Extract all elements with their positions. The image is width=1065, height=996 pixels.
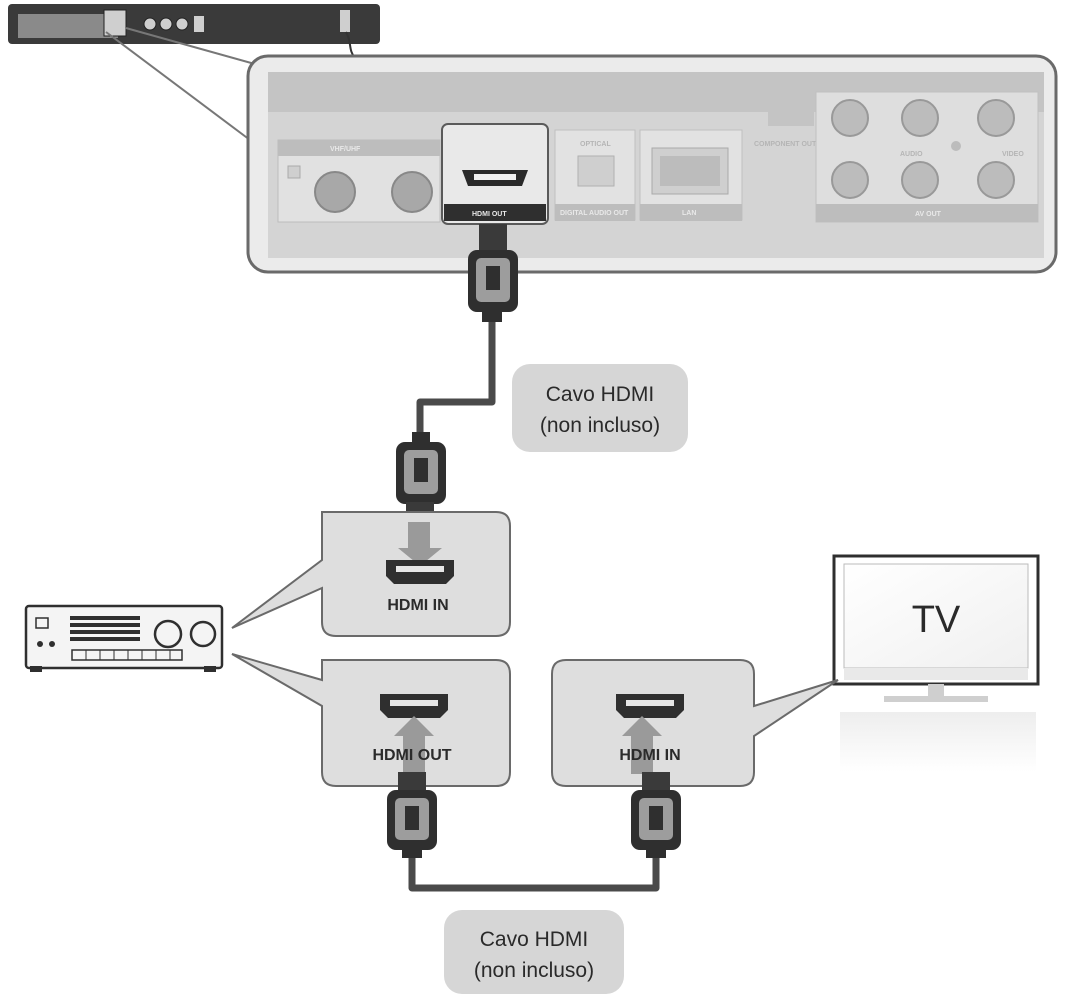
rear-panel-zoom: VHF/UHF HDMI OUT OPTICAL DIGITAL AUDIO O…: [246, 54, 1058, 274]
receiver-hdmi-out-label: HDMI OUT: [372, 747, 451, 764]
optical-label: OPTICAL: [580, 141, 611, 148]
lan-section: LAN: [639, 129, 743, 221]
cable-callout-top: Cavo HDMI (non incluso): [512, 364, 688, 452]
receiver-hdmi-in-label: HDMI IN: [387, 597, 448, 614]
hdmi-plug-top-lower: [396, 432, 446, 524]
tv-hdmi-in-callout: HDMI IN: [551, 659, 839, 787]
vhf-uhf-label: VHF/UHF: [330, 146, 361, 153]
bluray-player: [8, 4, 380, 59]
av-out-label: AV OUT: [915, 211, 942, 218]
cable-bottom-line2: (non incluso): [474, 959, 594, 982]
hdmi-out-port: HDMI OUT: [441, 123, 549, 225]
television: TV: [832, 554, 1040, 772]
vhf-uhf-section: VHF/UHF: [277, 139, 441, 223]
video-label: VIDEO: [1002, 151, 1024, 158]
av-out-section: COMPONENT OUT AUDIO VIDEO AV OUT: [754, 91, 1039, 223]
digital-audio-out-label: DIGITAL AUDIO OUT: [560, 210, 629, 217]
cable-top-line1: Cavo HDMI: [546, 383, 655, 406]
receiver-hdmi-out-callout: HDMI OUT: [231, 653, 511, 787]
cable-callout-bottom: Cavo HDMI (non incluso): [444, 910, 624, 994]
audio-label: AUDIO: [900, 151, 923, 158]
tv-hdmi-in-label: HDMI IN: [619, 747, 680, 764]
lan-label: LAN: [682, 210, 696, 217]
hdmi-cable-bottom: [387, 772, 681, 892]
hdmi-plug-top-upper: [468, 224, 518, 322]
hdmi-plug-bottom-left: [387, 772, 437, 858]
hdmi-out-panel-label: HDMI OUT: [472, 211, 507, 218]
cable-top-line2: (non incluso): [540, 414, 660, 437]
optical-section: OPTICAL DIGITAL AUDIO OUT: [554, 129, 636, 221]
cable-bottom-line1: Cavo HDMI: [480, 928, 589, 951]
zoom-lines: [105, 27, 263, 141]
component-out-label: COMPONENT OUT: [754, 141, 817, 148]
av-receiver: [24, 604, 224, 672]
tv-label: TV: [912, 599, 961, 641]
receiver-hdmi-in-callout: HDMI IN: [231, 511, 511, 637]
hdmi-plug-bottom-right: [631, 772, 681, 858]
